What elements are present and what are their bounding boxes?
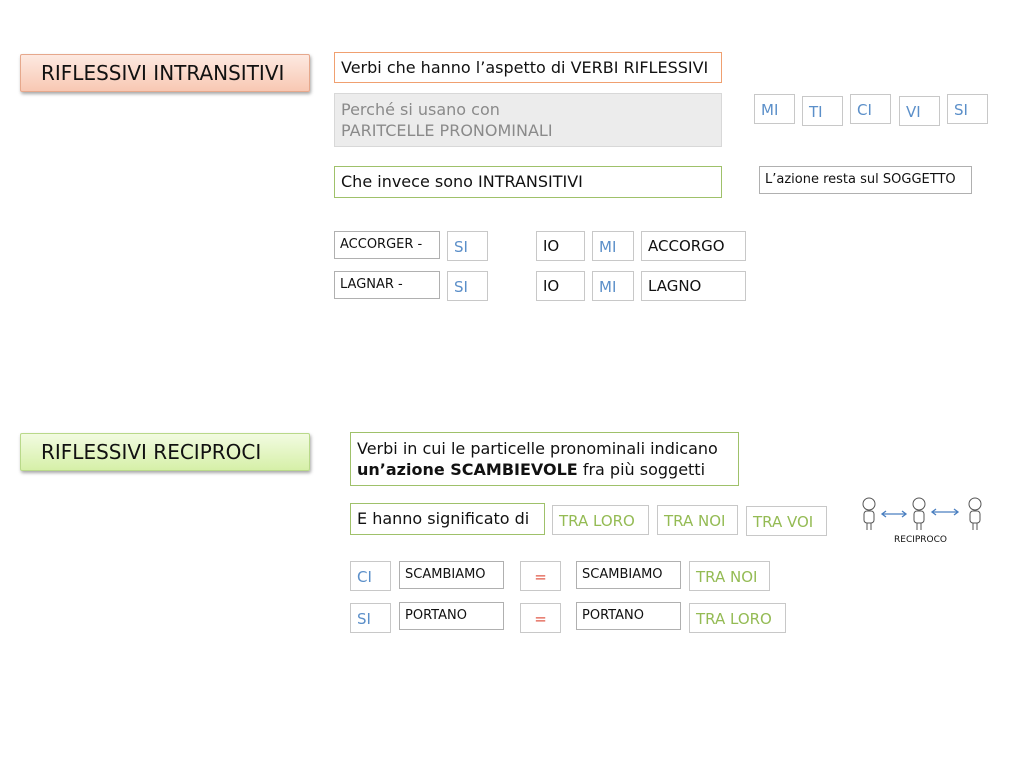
example-particle: SI xyxy=(447,231,488,261)
reciprocal-verb: PORTANO xyxy=(399,602,504,630)
pronoun-box: SI xyxy=(947,94,988,124)
pronoun-box: MI xyxy=(754,94,795,124)
example-pronoun: MI xyxy=(592,271,634,301)
definition-rest: fra più soggetti xyxy=(577,460,706,479)
reciprocal-meaning: TRA LORO xyxy=(689,603,786,633)
subject-note-box: L’azione resta sul SOGGETTO xyxy=(759,166,972,194)
equals-box: = xyxy=(520,603,561,633)
reciprocal-verb-2: PORTANO xyxy=(576,602,681,630)
explanation-line-1: Perché si usano con xyxy=(341,100,500,119)
reciprocal-definition-box: Verbi in cui le particelle pronominali i… xyxy=(350,432,739,486)
definition-emphasis: un’azione SCAMBIEVOLE xyxy=(357,460,578,479)
definition-line-1: Verbi in cui le particelle pronominali i… xyxy=(357,439,718,458)
reciprocal-verb: SCAMBIAMO xyxy=(399,561,504,589)
intransitive-box: Che invece sono INTRANSITIVI xyxy=(334,166,722,198)
example-particle: SI xyxy=(447,271,488,301)
reciprocal-particle: SI xyxy=(350,603,391,633)
meaning-label-box: E hanno significato di xyxy=(350,503,545,535)
example-subject: IO xyxy=(536,231,585,261)
example-form: LAGNO xyxy=(641,271,746,301)
person-icon xyxy=(912,497,926,530)
example-verb: LAGNAR - xyxy=(334,271,440,299)
reciprocal-meaning: TRA NOI xyxy=(689,561,770,591)
reciprocal-verb-2: SCAMBIAMO xyxy=(576,561,681,589)
pronoun-box: VI xyxy=(899,96,940,126)
meaning-box: TRA VOI xyxy=(746,506,827,536)
double-arrow-icon xyxy=(880,510,908,518)
person-icon xyxy=(968,497,982,530)
pronoun-box: CI xyxy=(850,94,891,124)
section-title-reciproci: RIFLESSIVI RECIPROCI xyxy=(20,433,310,471)
reciprocal-figure xyxy=(862,497,982,530)
reciprocal-particle: CI xyxy=(350,561,391,591)
pronoun-box: TI xyxy=(802,96,843,126)
definition-box: Verbi che hanno l’aspetto di VERBI RIFLE… xyxy=(334,52,722,83)
example-subject: IO xyxy=(536,271,585,301)
example-verb: ACCORGER - xyxy=(334,231,440,259)
section-title-intransitivi: RIFLESSIVI INTRANSITIVI xyxy=(20,54,310,92)
explanation-line-2: PARITCELLE PRONOMINALI xyxy=(341,121,553,140)
double-arrow-icon xyxy=(930,508,960,516)
person-icon xyxy=(862,497,876,530)
example-form: ACCORGO xyxy=(641,231,746,261)
example-pronoun: MI xyxy=(592,231,634,261)
figure-caption: RECIPROCO xyxy=(894,535,948,545)
meaning-box: TRA NOI xyxy=(657,505,738,535)
explanation-box: Perché si usano con PARITCELLE PRONOMINA… xyxy=(334,93,722,147)
equals-box: = xyxy=(520,561,561,591)
definition-line-2: un’azione SCAMBIEVOLE fra più soggetti xyxy=(357,459,732,480)
meaning-box: TRA LORO xyxy=(552,505,649,535)
